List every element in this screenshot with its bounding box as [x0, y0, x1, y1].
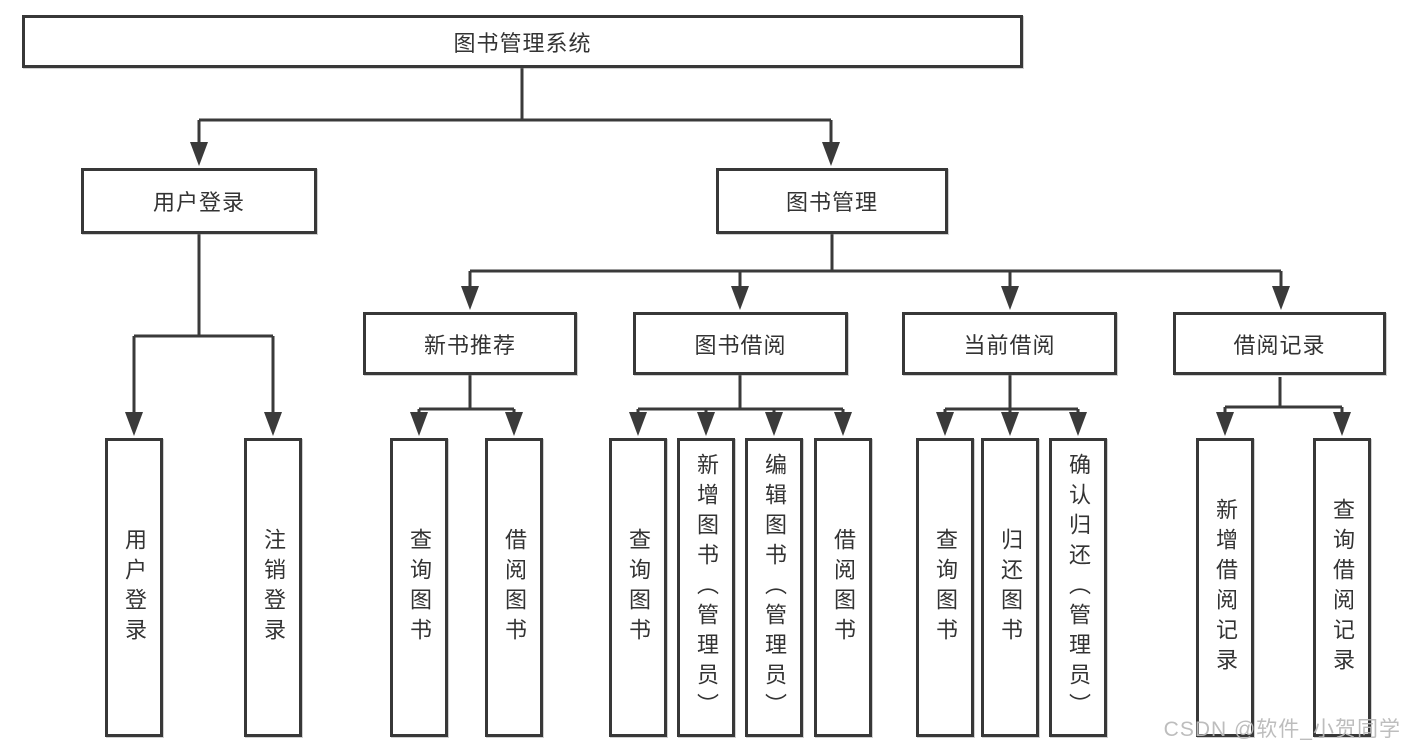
node-current-borrow: 当前借阅 — [902, 312, 1117, 375]
node-new-book-recommend: 新书推荐 — [363, 312, 577, 375]
leaf-query-book-borrow: 查询图书 — [609, 438, 667, 737]
leaf-borrow-book-recommend: 借阅图书 — [485, 438, 543, 737]
node-book-borrow: 图书借阅 — [633, 312, 848, 375]
leaf-logout: 注销登录 — [244, 438, 302, 737]
leaf-add-book-admin: 新增图书（管理员） — [677, 438, 735, 737]
node-borrow-records: 借阅记录 — [1173, 312, 1386, 375]
leaf-add-borrow-record: 新增借阅记录 — [1196, 438, 1254, 737]
leaf-query-book-current: 查询图书 — [916, 438, 974, 737]
leaf-return-book: 归还图书 — [981, 438, 1039, 737]
node-root: 图书管理系统 — [22, 15, 1023, 68]
leaf-user-login: 用户登录 — [105, 438, 163, 737]
leaf-borrow-book: 借阅图书 — [814, 438, 872, 737]
leaf-query-borrow-record: 查询借阅记录 — [1313, 438, 1371, 737]
leaf-query-book-recommend: 查询图书 — [390, 438, 448, 737]
leaf-confirm-return-admin: 确认归还（管理员） — [1049, 438, 1107, 737]
node-user-login: 用户登录 — [81, 168, 317, 234]
node-book-management: 图书管理 — [716, 168, 948, 234]
leaf-edit-book-admin: 编辑图书（管理员） — [745, 438, 803, 737]
